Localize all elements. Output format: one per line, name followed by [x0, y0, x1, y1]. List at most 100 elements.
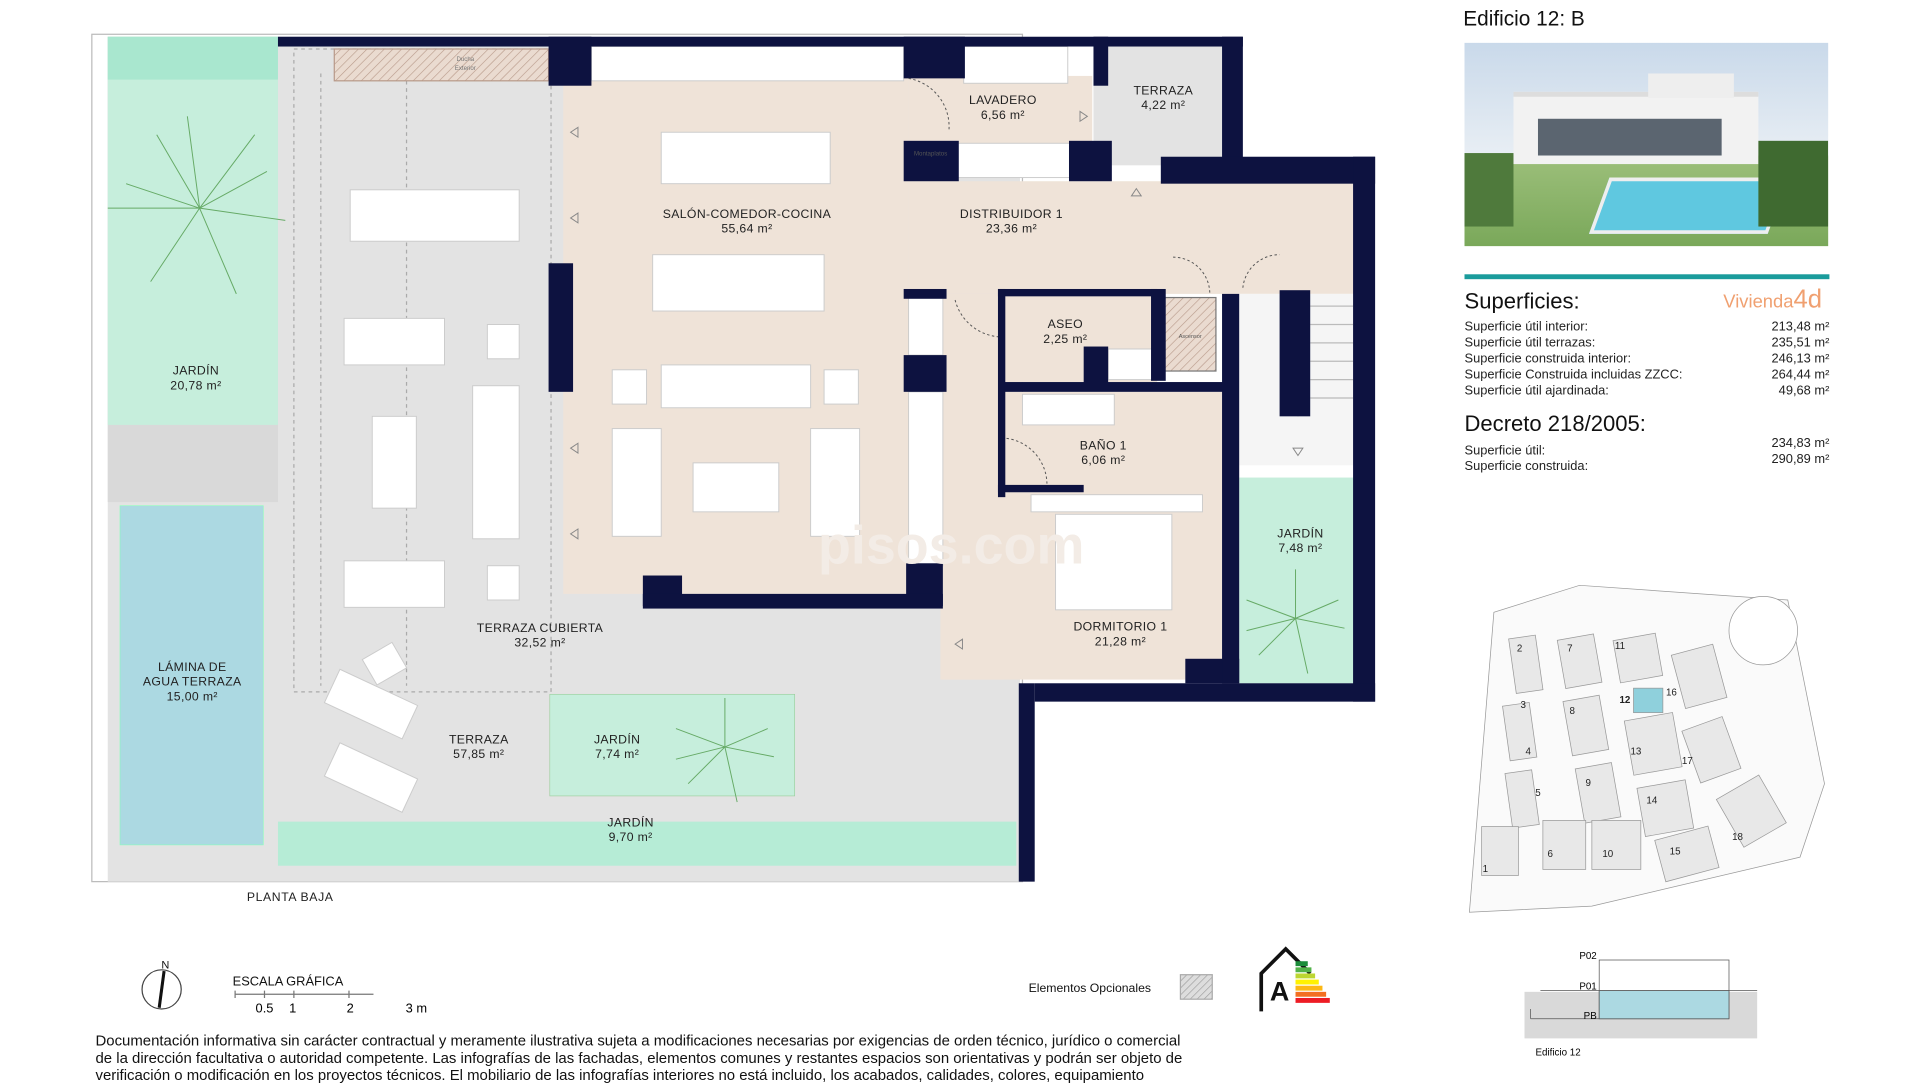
room-area: 55,64 m²	[721, 222, 772, 236]
room-name: JARDÍN	[173, 363, 219, 378]
svg-text:16: 16	[1666, 688, 1677, 699]
decree-label: Superficie construida:	[1464, 459, 1589, 474]
room-name: JARDÍN	[1277, 526, 1323, 541]
room-area: 4,22 m²	[1141, 98, 1185, 112]
building-title: Edificio 12: B	[1463, 7, 1585, 31]
unit-type-prefix: Vivienda	[1723, 291, 1794, 313]
room-name: LAVADERO	[969, 93, 1037, 107]
svg-text:N: N	[161, 960, 169, 972]
svg-text:2: 2	[1517, 643, 1522, 654]
energy-rating-icon: A	[1259, 946, 1330, 1012]
svg-text:11: 11	[1615, 641, 1625, 652]
garden-right	[1239, 477, 1357, 684]
room-name: TERRAZA	[449, 732, 509, 746]
svg-text:5: 5	[1535, 788, 1541, 799]
svg-text:9: 9	[1585, 778, 1590, 789]
lift	[1163, 296, 1217, 372]
accent-divider	[1464, 274, 1830, 280]
graphic-scale: ESCALA GRÁFICA 0.5 1 2 3 m	[233, 974, 427, 1016]
room-area: 2,25 m²	[1043, 332, 1087, 346]
room-name: TERRAZA	[1133, 83, 1193, 97]
svg-text:7: 7	[1567, 643, 1572, 654]
disclaimer-line: de la dirección facultativa o autoridad …	[95, 1049, 1183, 1067]
svg-text:ESCALA GRÁFICA: ESCALA GRÁFICA	[233, 974, 344, 989]
room-area: 20,78 m²	[170, 378, 221, 392]
disclaimer-line: verificación o modificación en los proye…	[95, 1066, 1145, 1084]
svg-text:18: 18	[1732, 832, 1743, 843]
svg-text:3 m: 3 m	[406, 1001, 427, 1016]
decree-title: Decreto 218/2005:	[1464, 411, 1646, 436]
room-name: JARDÍN	[594, 731, 640, 746]
svg-text:8: 8	[1570, 706, 1576, 717]
furniture	[323, 46, 1203, 813]
room-name: DORMITORIO 1	[1073, 620, 1167, 634]
svg-text:1: 1	[1483, 864, 1488, 875]
room-name: DISTRIBUIDOR 1	[960, 207, 1063, 221]
garden-left	[107, 36, 278, 425]
floor-label: PLANTA BAJA	[247, 890, 334, 904]
room-area: 9,70 m²	[609, 830, 653, 844]
plant-icons	[107, 116, 1345, 803]
svg-text:17: 17	[1682, 756, 1693, 767]
room-name: LÁMINA DE	[158, 659, 227, 674]
room-area: 21,28 m²	[1095, 634, 1146, 648]
terrace-small	[1093, 46, 1223, 166]
svg-text:15: 15	[1670, 847, 1681, 858]
shower-label: Ducha	[456, 56, 474, 63]
room-labels: JARDÍN 20,78 m² LÁMINA DE AGUA TERRAZA 1…	[143, 56, 1323, 904]
surfaces-panel: Superficies: Vivienda4d Superficie útil …	[1464, 285, 1830, 474]
svg-text:14: 14	[1646, 795, 1657, 806]
garden-bottom	[277, 821, 1017, 866]
room-area: 57,85 m²	[453, 747, 504, 761]
surface-row: Superficie útil interior:213,48 m²	[1464, 319, 1830, 335]
decree-section: Decreto 218/2005: Superficie útil: Super…	[1464, 411, 1830, 474]
svg-text:1: 1	[289, 1001, 296, 1016]
svg-text:P02: P02	[1579, 951, 1596, 962]
disclaimer: Documentación informativa sin carácter c…	[96, 1032, 1183, 1083]
svg-text:P01: P01	[1579, 981, 1596, 992]
room-name: TERRAZA CUBIERTA	[477, 621, 604, 635]
decree-value: 290,89 m²	[1771, 451, 1830, 467]
unit-type-code: 4d	[1793, 285, 1823, 314]
decree-value: 234,83 m²	[1771, 435, 1830, 451]
watermark: pisos.com	[818, 515, 1084, 575]
dumbwaiter-label: Montaplatos	[914, 151, 947, 158]
surface-row: Superficie útil ajardinada:49,68 m²	[1464, 383, 1830, 398]
svg-text:2: 2	[347, 1001, 354, 1016]
room-area: 23,36 m²	[986, 222, 1037, 236]
shower-label: Exterior	[455, 65, 476, 72]
site-map	[1468, 584, 1825, 913]
room-area: 15,00 m²	[167, 689, 218, 703]
svg-text:0.5: 0.5	[256, 1001, 274, 1016]
svg-text:13: 13	[1630, 746, 1641, 757]
unit-type: Vivienda4d	[1723, 285, 1822, 314]
water-feature	[119, 505, 264, 846]
svg-text:A: A	[1270, 976, 1289, 1006]
room-name: BAÑO 1	[1080, 438, 1127, 452]
svg-text:10: 10	[1602, 849, 1613, 860]
site-map-numbers: 1 2 3 4 5 6 7 8 9 10 11 12 13 14 15 16 1…	[1483, 641, 1744, 875]
room-area: 32,52 m²	[514, 636, 565, 650]
lift-label: Ascensor	[1179, 334, 1202, 340]
svg-text:PB: PB	[1584, 1011, 1598, 1022]
room-name: ASEO	[1048, 317, 1083, 331]
svg-text:6: 6	[1547, 849, 1553, 860]
optional-elements-label: Elementos Opcionales	[1029, 981, 1151, 995]
svg-text:Edificio 12: Edificio 12	[1536, 1048, 1581, 1059]
room-area: 6,06 m²	[1081, 453, 1125, 467]
outdoor-shower	[333, 48, 550, 82]
surface-row: Superficie Construida incluidas ZZCC:264…	[1464, 367, 1830, 383]
building-render	[1464, 42, 1829, 247]
optional-elements-swatch	[1179, 974, 1213, 1000]
building-section: P02 P01 PB Edificio 12	[1524, 951, 1758, 1059]
surface-row: Superficie útil terrazas:235,51 m²	[1464, 335, 1830, 351]
decree-label: Superficie útil:	[1464, 443, 1546, 458]
room-name: AGUA TERRAZA	[143, 675, 242, 689]
svg-text:4: 4	[1525, 746, 1531, 757]
room-name: JARDÍN	[607, 815, 653, 830]
room-area: 7,48 m²	[1278, 541, 1322, 555]
disclaimer-line: Documentación informativa sin carácter c…	[95, 1032, 1181, 1050]
svg-text:3: 3	[1521, 700, 1527, 711]
